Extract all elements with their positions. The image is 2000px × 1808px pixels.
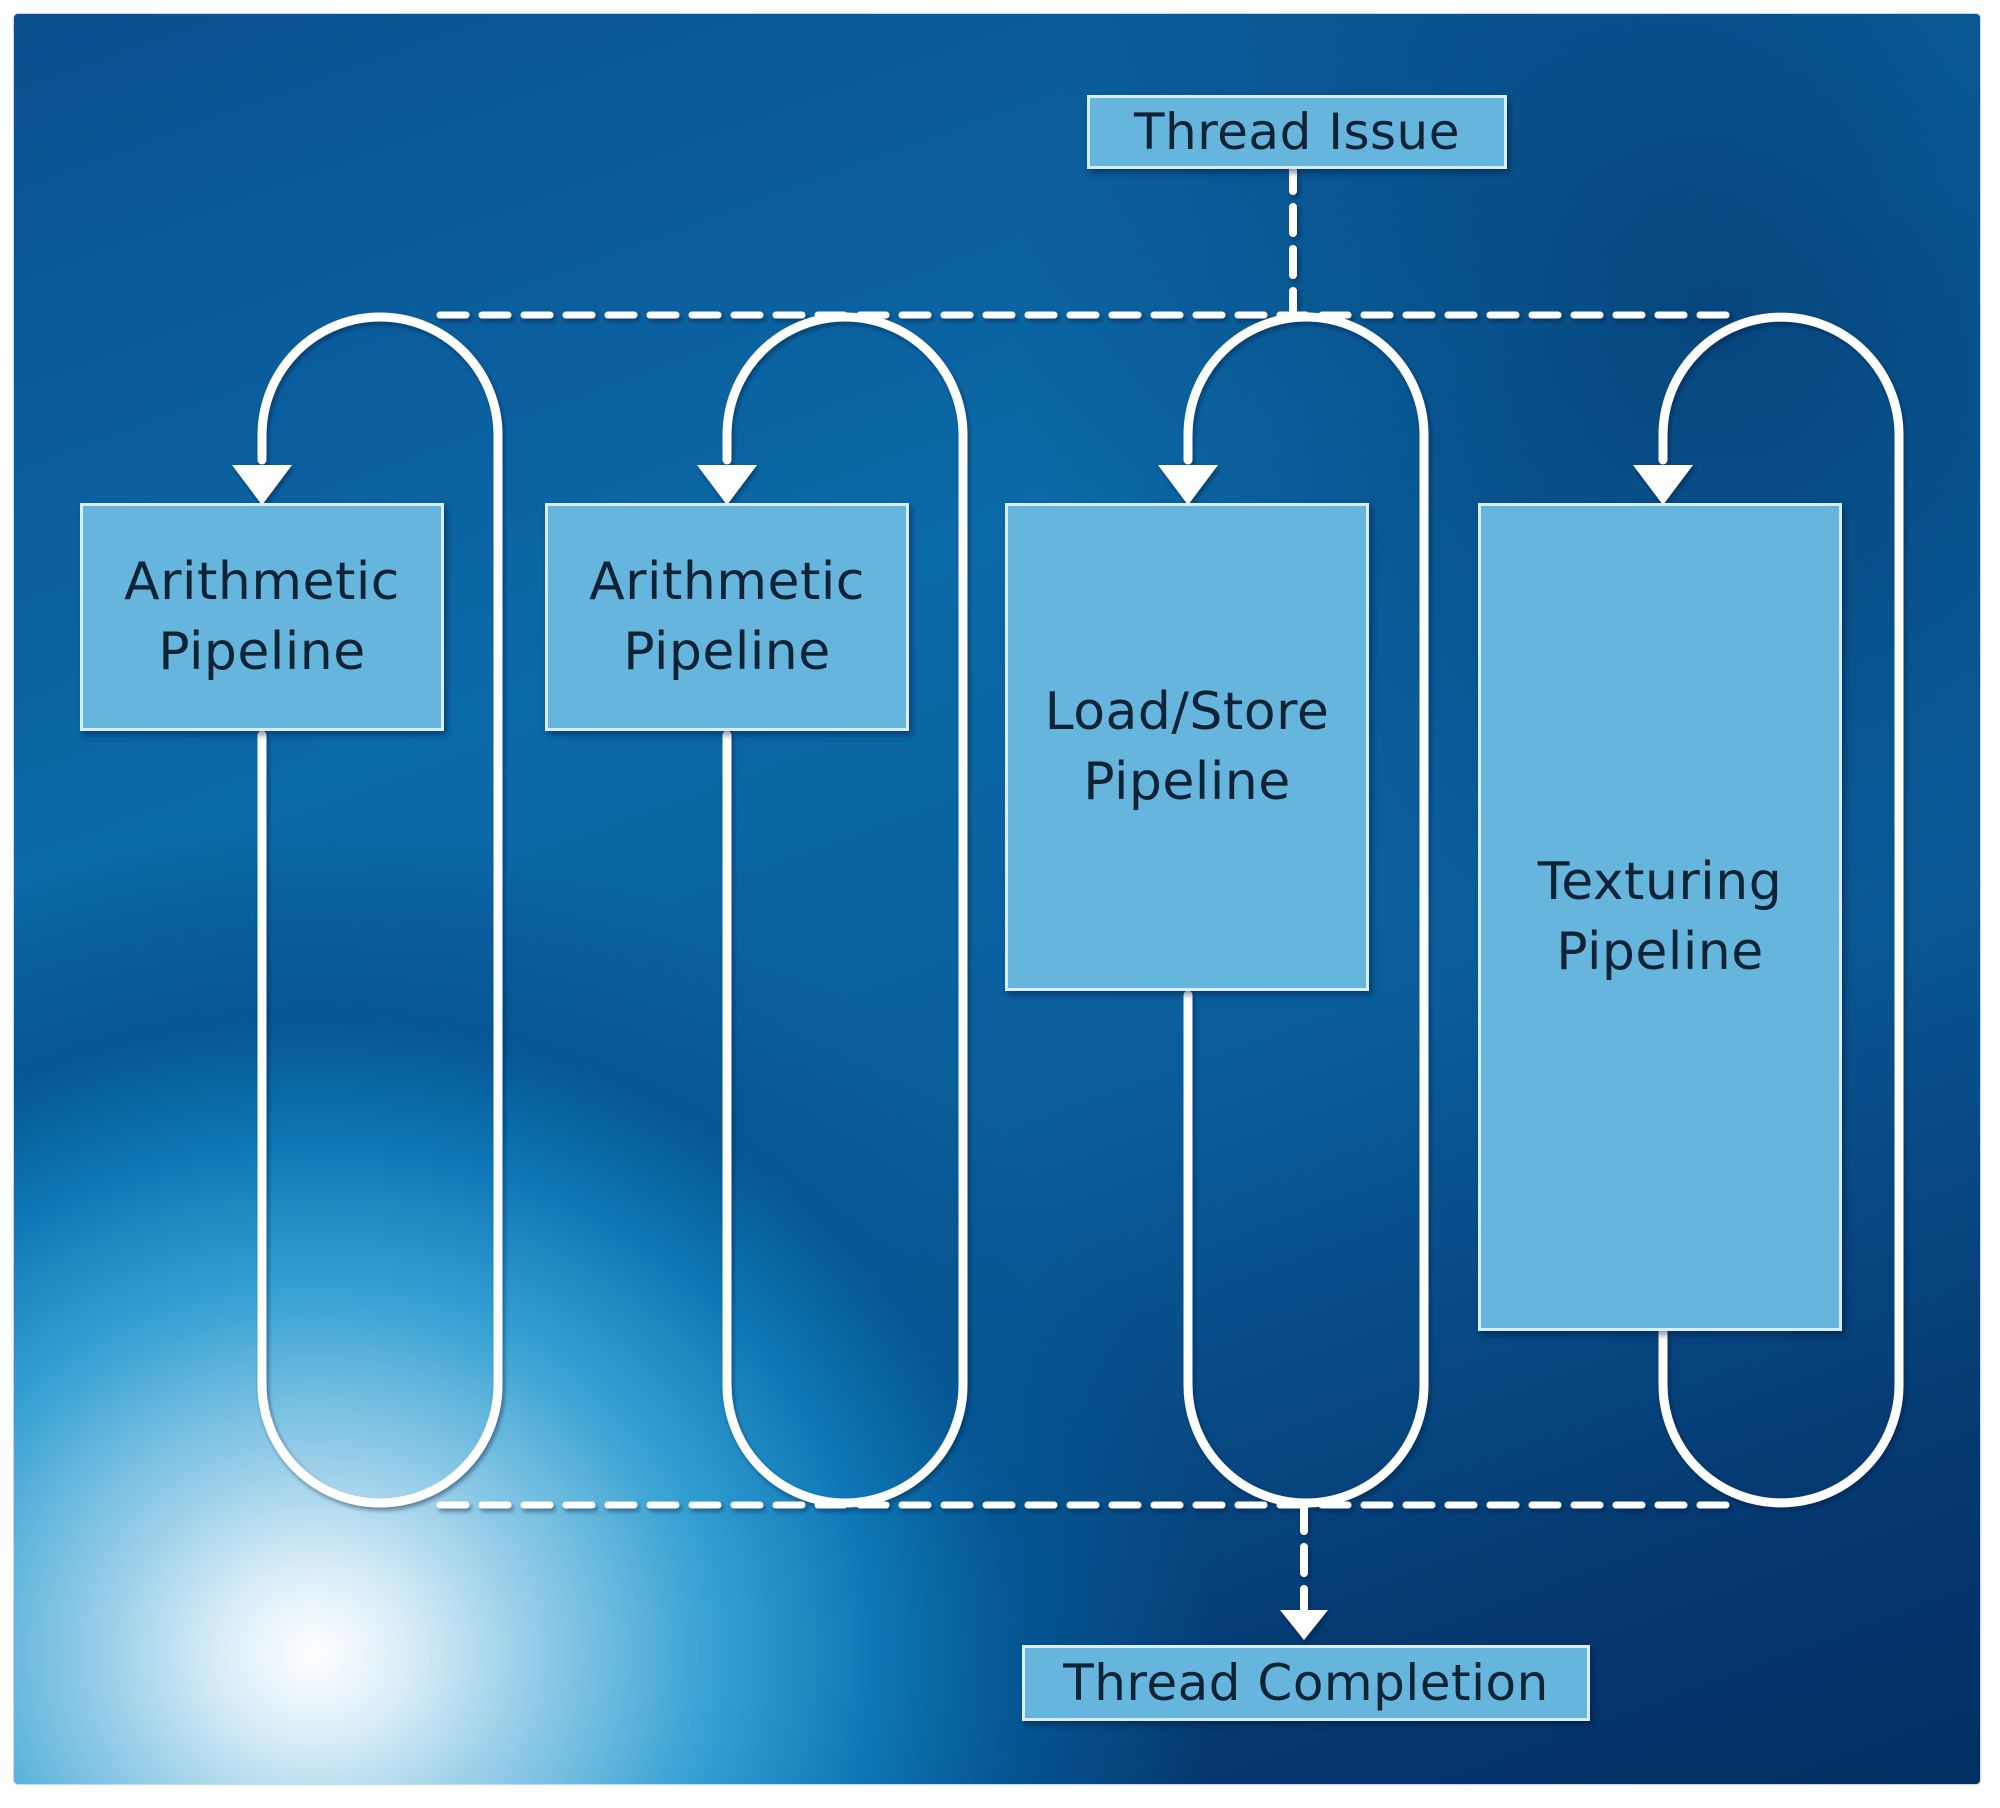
arithmetic-pipeline-2-box: Arithmetic Pipeline [545, 503, 909, 731]
thread-completion-label: Thread Completion [1063, 1654, 1549, 1712]
pipeline-label: Load/Store Pipeline [1044, 682, 1330, 812]
texturing-pipeline-box: Texturing Pipeline [1478, 503, 1842, 1331]
arrow-down-icon [1280, 1610, 1328, 1640]
loop-4 [1658, 312, 1904, 1508]
arrow-down-icon [1633, 465, 1693, 505]
arrow-down-icon [1158, 465, 1218, 505]
pipeline-label: Arithmetic Pipeline [589, 552, 865, 682]
pipeline-label: Arithmetic Pipeline [124, 552, 400, 682]
loop-1 [257, 312, 503, 1508]
arrow-down-icon [697, 465, 757, 505]
loop-3 [1183, 312, 1429, 1508]
thread-issue-box: Thread Issue [1087, 95, 1507, 169]
pipeline-label: Texturing Pipeline [1537, 852, 1783, 982]
loop-2 [722, 312, 968, 1508]
arrow-down-icon [232, 465, 292, 505]
thread-issue-label: Thread Issue [1133, 103, 1461, 161]
thread-completion-box: Thread Completion [1022, 1645, 1590, 1721]
load-store-pipeline-box: Load/Store Pipeline [1005, 503, 1369, 991]
arithmetic-pipeline-1-box: Arithmetic Pipeline [80, 503, 444, 731]
